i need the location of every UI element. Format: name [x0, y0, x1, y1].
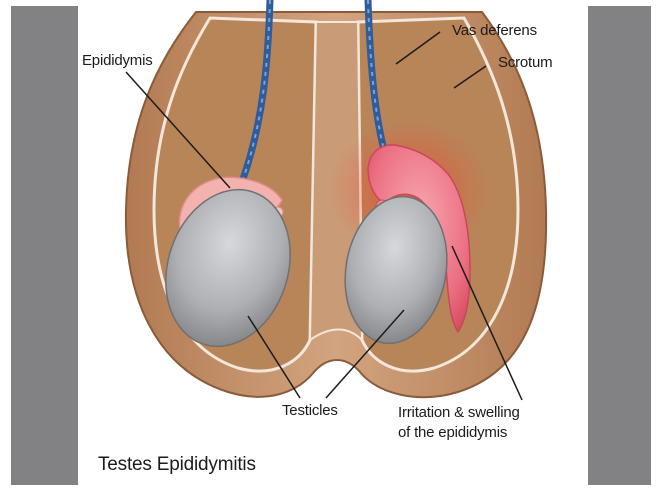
label-testicles: Testicles [282, 402, 338, 420]
label-epididymis: Epididymis [82, 52, 153, 70]
figure-caption: Testes Epididymitis [98, 456, 256, 474]
illustration-canvas: Vas deferens Scrotum Epididymis Testicle… [78, 0, 588, 491]
right-side-bar [588, 6, 651, 485]
label-irritation-line2: of the epididymis [398, 424, 507, 442]
label-scrotum: Scrotum [498, 54, 552, 72]
label-vas-deferens: Vas deferens [452, 22, 537, 40]
left-side-bar [11, 6, 78, 485]
label-irritation-line1: Irritation & swelling [398, 404, 520, 422]
